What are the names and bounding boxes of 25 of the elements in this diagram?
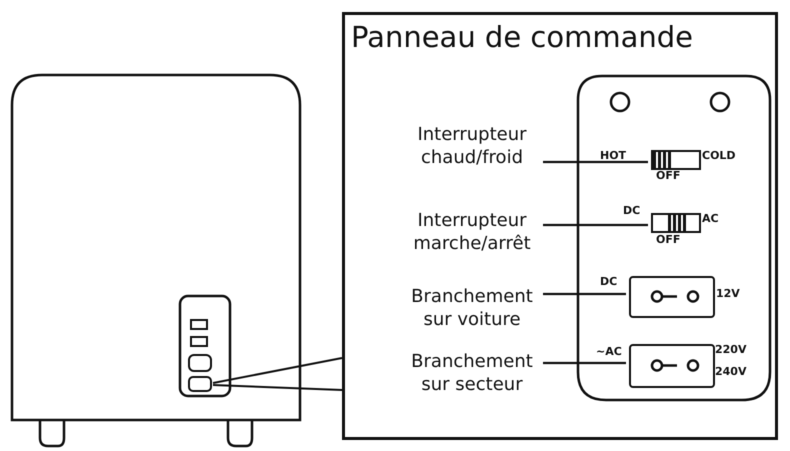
switch-marking: DC [623, 205, 640, 217]
leader-line [543, 160, 648, 164]
switch-marking: AC [702, 213, 719, 225]
callout-label: Interrupteur chaud/froid [398, 123, 546, 171]
leader-line [543, 224, 648, 226]
inset-panel [342, 12, 778, 440]
switch-marking: 12V [716, 288, 740, 300]
callout-label: Interrupteur marche/arrêt [398, 209, 546, 257]
switch-marking: HOT [600, 150, 626, 162]
leader-line [543, 292, 626, 296]
switch-marking: 220V [715, 344, 746, 356]
panel-title: Panneau de commande [351, 19, 693, 55]
leader-line [543, 362, 626, 364]
socket-panel [629, 276, 715, 318]
toggle-switch [651, 150, 701, 170]
switch-marking: OFF [656, 170, 680, 182]
switch-marking: ~AC [596, 346, 622, 358]
socket-panel [629, 344, 715, 388]
callout-label: Branchement sur secteur [398, 350, 546, 398]
switch-marking: COLD [702, 150, 736, 162]
callout-label: Branchement sur voiture [398, 285, 546, 333]
switch-marking: 240V [715, 366, 746, 378]
switch-marking: DC [600, 276, 618, 288]
switch-marking: OFF [656, 234, 680, 246]
toggle-switch [651, 213, 701, 233]
